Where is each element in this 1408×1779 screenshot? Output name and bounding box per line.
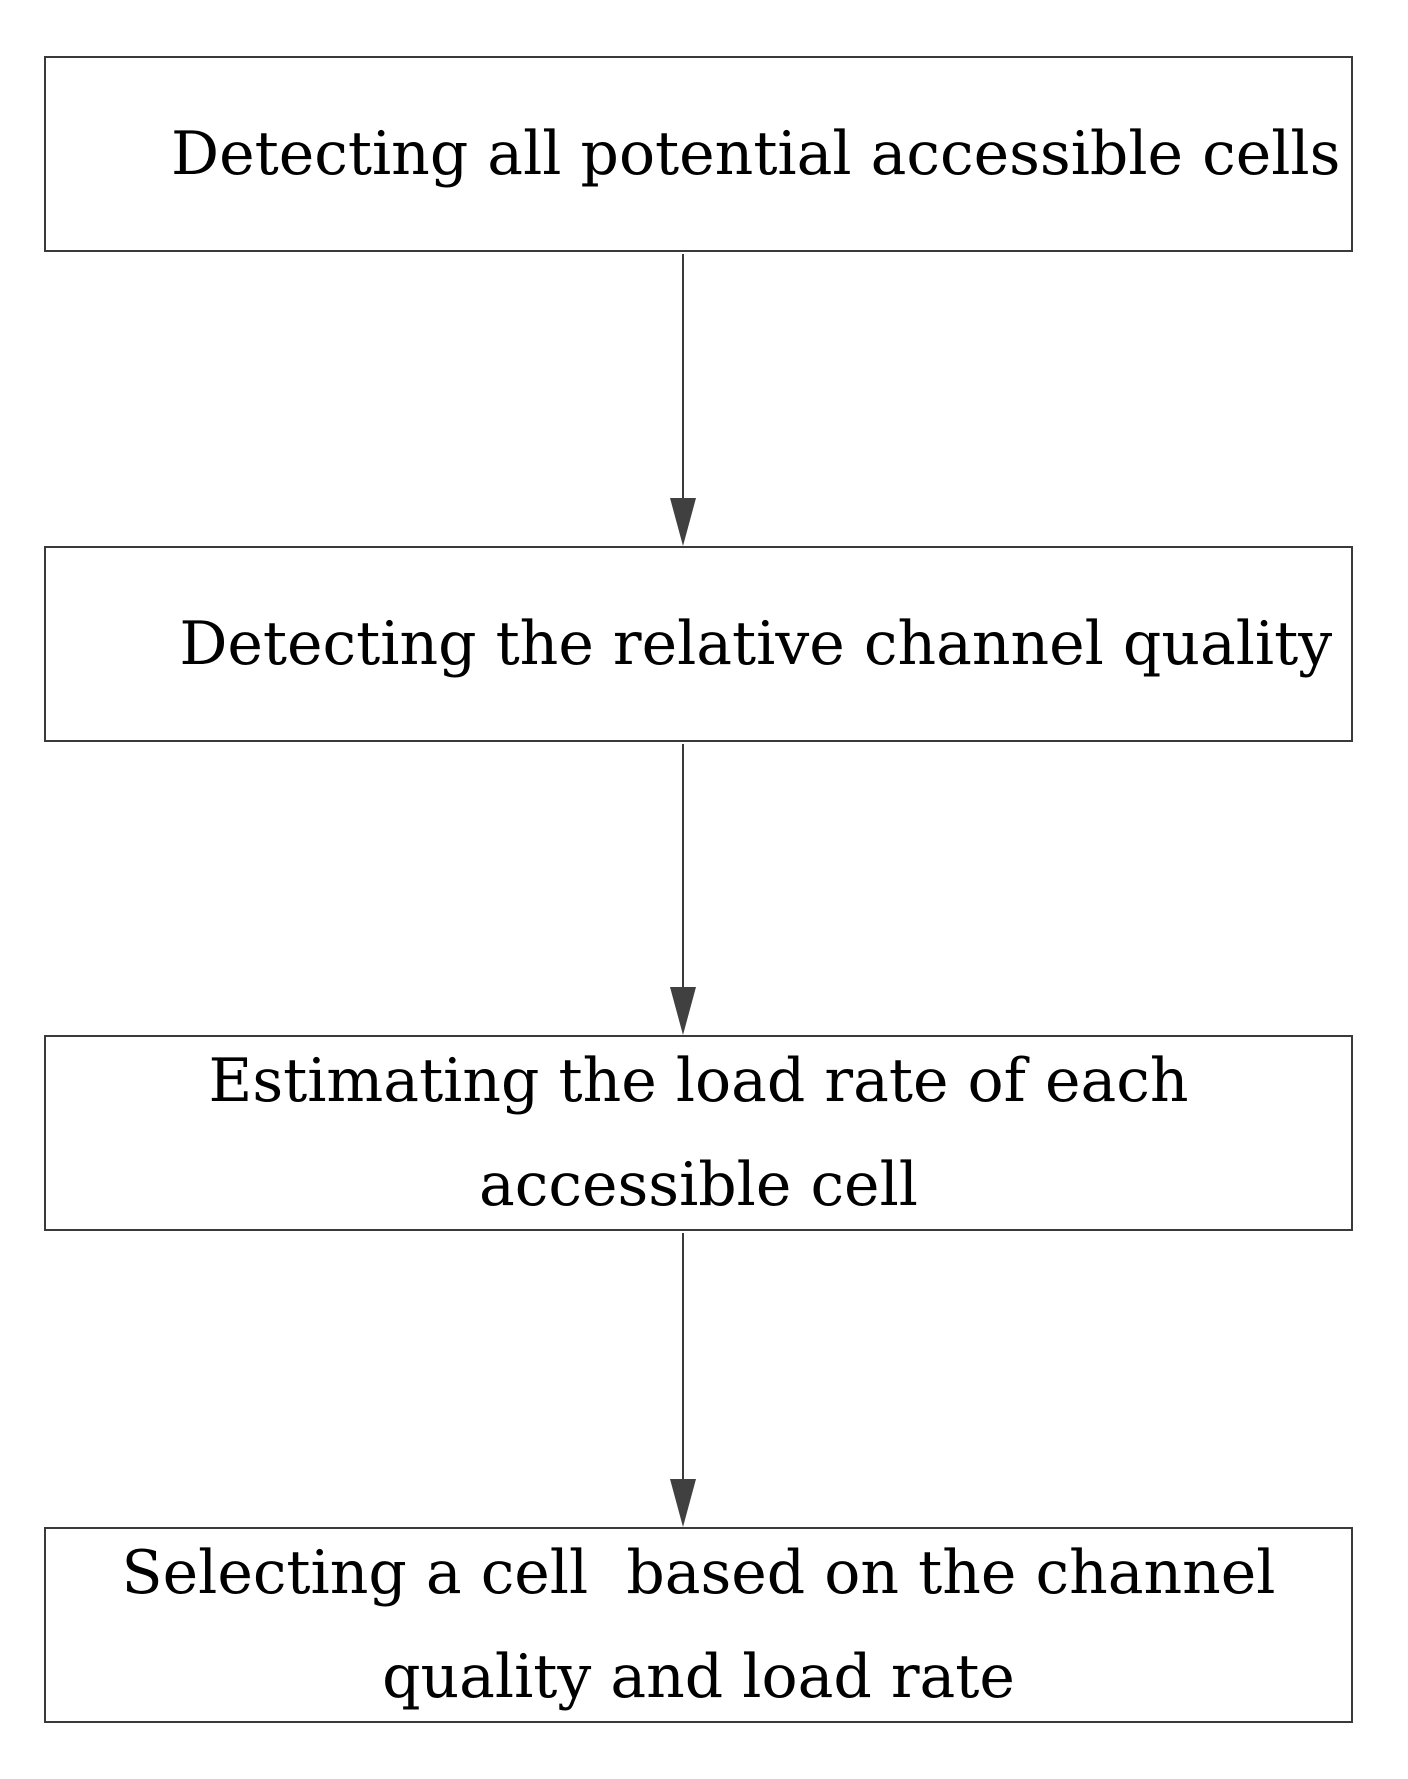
arrowhead-2 <box>670 987 696 1035</box>
step-label-line: Estimating the load rate of each <box>208 1046 1189 1116</box>
step-box-channel-quality: Detecting the relative channel quality <box>44 546 1353 742</box>
step-label-load-rate: Estimating the load rate of each accessi… <box>209 1029 1189 1237</box>
step-box-detect-cells: Detecting all potential accessible cells <box>44 56 1353 252</box>
step-label-line: Detecting the relative channel quality <box>179 609 1333 679</box>
step-box-load-rate: Estimating the load rate of each accessi… <box>44 1035 1353 1231</box>
arrowhead-3 <box>670 1479 696 1527</box>
step-label-line: Selecting a cell based on the channel <box>121 1538 1276 1608</box>
step-label-line: Detecting all potential accessible cells <box>171 119 1341 189</box>
step-label-line: quality and load rate <box>382 1642 1015 1712</box>
step-label-line: accessible cell <box>479 1150 918 1220</box>
step-label-detect-cells: Detecting all potential accessible cells <box>57 0 1341 310</box>
step-box-select-cell: Selecting a cell based on the channel qu… <box>44 1527 1353 1723</box>
step-label-channel-quality: Detecting the relative channel quality <box>65 488 1332 800</box>
step-label-select-cell: Selecting a cell based on the channel qu… <box>122 1521 1276 1729</box>
